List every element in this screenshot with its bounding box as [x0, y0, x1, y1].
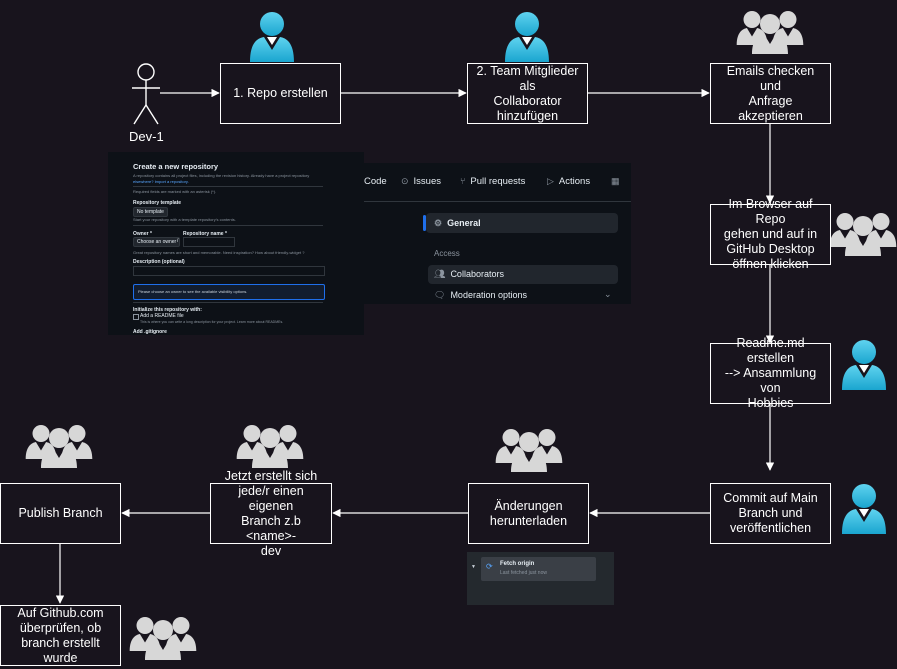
users-group-icon — [130, 617, 197, 660]
users-group-icon — [26, 425, 93, 468]
actor-label: Dev-1 — [129, 129, 164, 144]
readme-checkbox[interactable] — [133, 314, 139, 320]
create-repo-title: Create a new repository — [133, 162, 219, 171]
users-group-icon — [496, 429, 563, 472]
fetch-origin-screenshot: ▼ ⟳ Fetch origin Last fetched just now — [467, 552, 614, 605]
sidebar-item-general[interactable]: ⚙General — [434, 218, 481, 228]
create-repo-subtitle2: elsewhere? Import a repository. — [133, 179, 189, 184]
collaborators-hover-bg — [428, 265, 618, 284]
step-readme-erstellen: Readme.md erstellen --> Ansammlung von H… — [710, 336, 831, 410]
step-repo-erstellen: 1. Repo erstellen — [220, 63, 341, 124]
repo-nav: Code ⊙Issues ⑂Pull requests ▷Actions ▦ — [364, 163, 631, 202]
people-icon: 👥︎ — [434, 269, 446, 279]
step-github-pruefen: Auf Github.com überprüfen, ob branch ers… — [0, 605, 121, 666]
init-label: Initialize this repository with: — [133, 307, 202, 313]
gear-icon: ⚙ — [434, 218, 443, 228]
create-repo-screenshot: Create a new repository A repository con… — [108, 152, 364, 335]
fetch-origin-title: Fetch origin — [500, 561, 535, 567]
fetch-origin-subtitle: Last fetched just now — [500, 570, 547, 576]
gitignore-label: Add .gitignore — [133, 329, 167, 335]
issue-icon: ⊙ — [401, 176, 409, 186]
repo-name-input[interactable] — [183, 237, 235, 247]
chevron-down-icon[interactable]: ⌄ — [604, 289, 612, 299]
sidebar-item-moderation[interactable]: 🗨︎Moderation options — [434, 290, 527, 300]
required-hint: Required fields are marked with an aster… — [133, 189, 217, 194]
user-icon — [842, 340, 886, 390]
pull-request-icon: ⑂ — [460, 176, 466, 186]
step-eigener-branch: Jetzt erstellt sich jede/r einen eigenen… — [210, 469, 332, 558]
fetch-origin-button[interactable] — [481, 557, 596, 581]
step-team-mitglieder: 2. Team Mitglieder als Collaborator hinz… — [467, 63, 588, 124]
step-aenderungen: Änderungen herunterladen — [468, 483, 589, 544]
description-input[interactable] — [133, 266, 325, 276]
step-commit-main: Commit auf Main Branch und veröffentlich… — [710, 483, 831, 544]
comment-icon: 🗨︎ — [434, 290, 446, 300]
create-repo-subtitle: A repository contains all project files,… — [133, 173, 310, 178]
user-icon — [250, 12, 294, 62]
selected-indicator — [423, 215, 426, 231]
connectors — [55, 88, 775, 604]
user-icon — [505, 12, 549, 62]
tab-actions[interactable]: ▷Actions — [547, 176, 591, 187]
caret-down-icon: ▼ — [471, 564, 476, 570]
owner-note: Please choose an owner to see the availa… — [133, 284, 325, 300]
sync-icon: ⟳ — [486, 562, 493, 571]
repo-name-hint: Great repository names are short and mem… — [133, 250, 305, 255]
tab-code[interactable]: Code — [364, 176, 387, 187]
tab-pull-requests[interactable]: ⑂Pull requests — [460, 176, 526, 187]
repo-settings-screenshot: Code ⊙Issues ⑂Pull requests ▷Actions ▦ ⚙… — [364, 163, 631, 304]
step-emails-checken: Emails checken und Anfrage akzeptieren — [710, 63, 831, 124]
user-icon — [842, 484, 886, 534]
users-group-icon — [830, 213, 897, 256]
users-group-icon — [237, 425, 304, 468]
users-group-icon — [737, 11, 804, 54]
general-selected-bg — [426, 213, 618, 233]
table-icon[interactable]: ▦ — [611, 176, 620, 186]
sidebar-section-access: Access — [434, 249, 460, 258]
step-browser-repo: Im Browser auf Repo gehen und auf in Git… — [710, 197, 831, 271]
template-select[interactable]: No template — [133, 207, 168, 217]
readme-hint: This is where you can write a long descr… — [140, 320, 284, 324]
play-icon: ▷ — [547, 176, 554, 186]
sidebar-item-collaborators[interactable]: 👥︎Collaborators — [434, 269, 504, 279]
step-publish-branch: Publish Branch — [0, 483, 121, 544]
owner-select[interactable]: Choose an owner — [133, 237, 181, 247]
tab-issues[interactable]: ⊙Issues — [401, 176, 442, 187]
repo-name-label: Repository name * — [183, 231, 227, 237]
template-label: Repository template — [133, 200, 182, 206]
description-label: Description (optional) — [133, 259, 185, 265]
stick-figure-icon — [132, 63, 160, 125]
template-hint: Start your repository with a template re… — [133, 217, 236, 222]
owner-label: Owner * — [133, 231, 152, 237]
readme-label: Add a README file — [140, 313, 184, 319]
